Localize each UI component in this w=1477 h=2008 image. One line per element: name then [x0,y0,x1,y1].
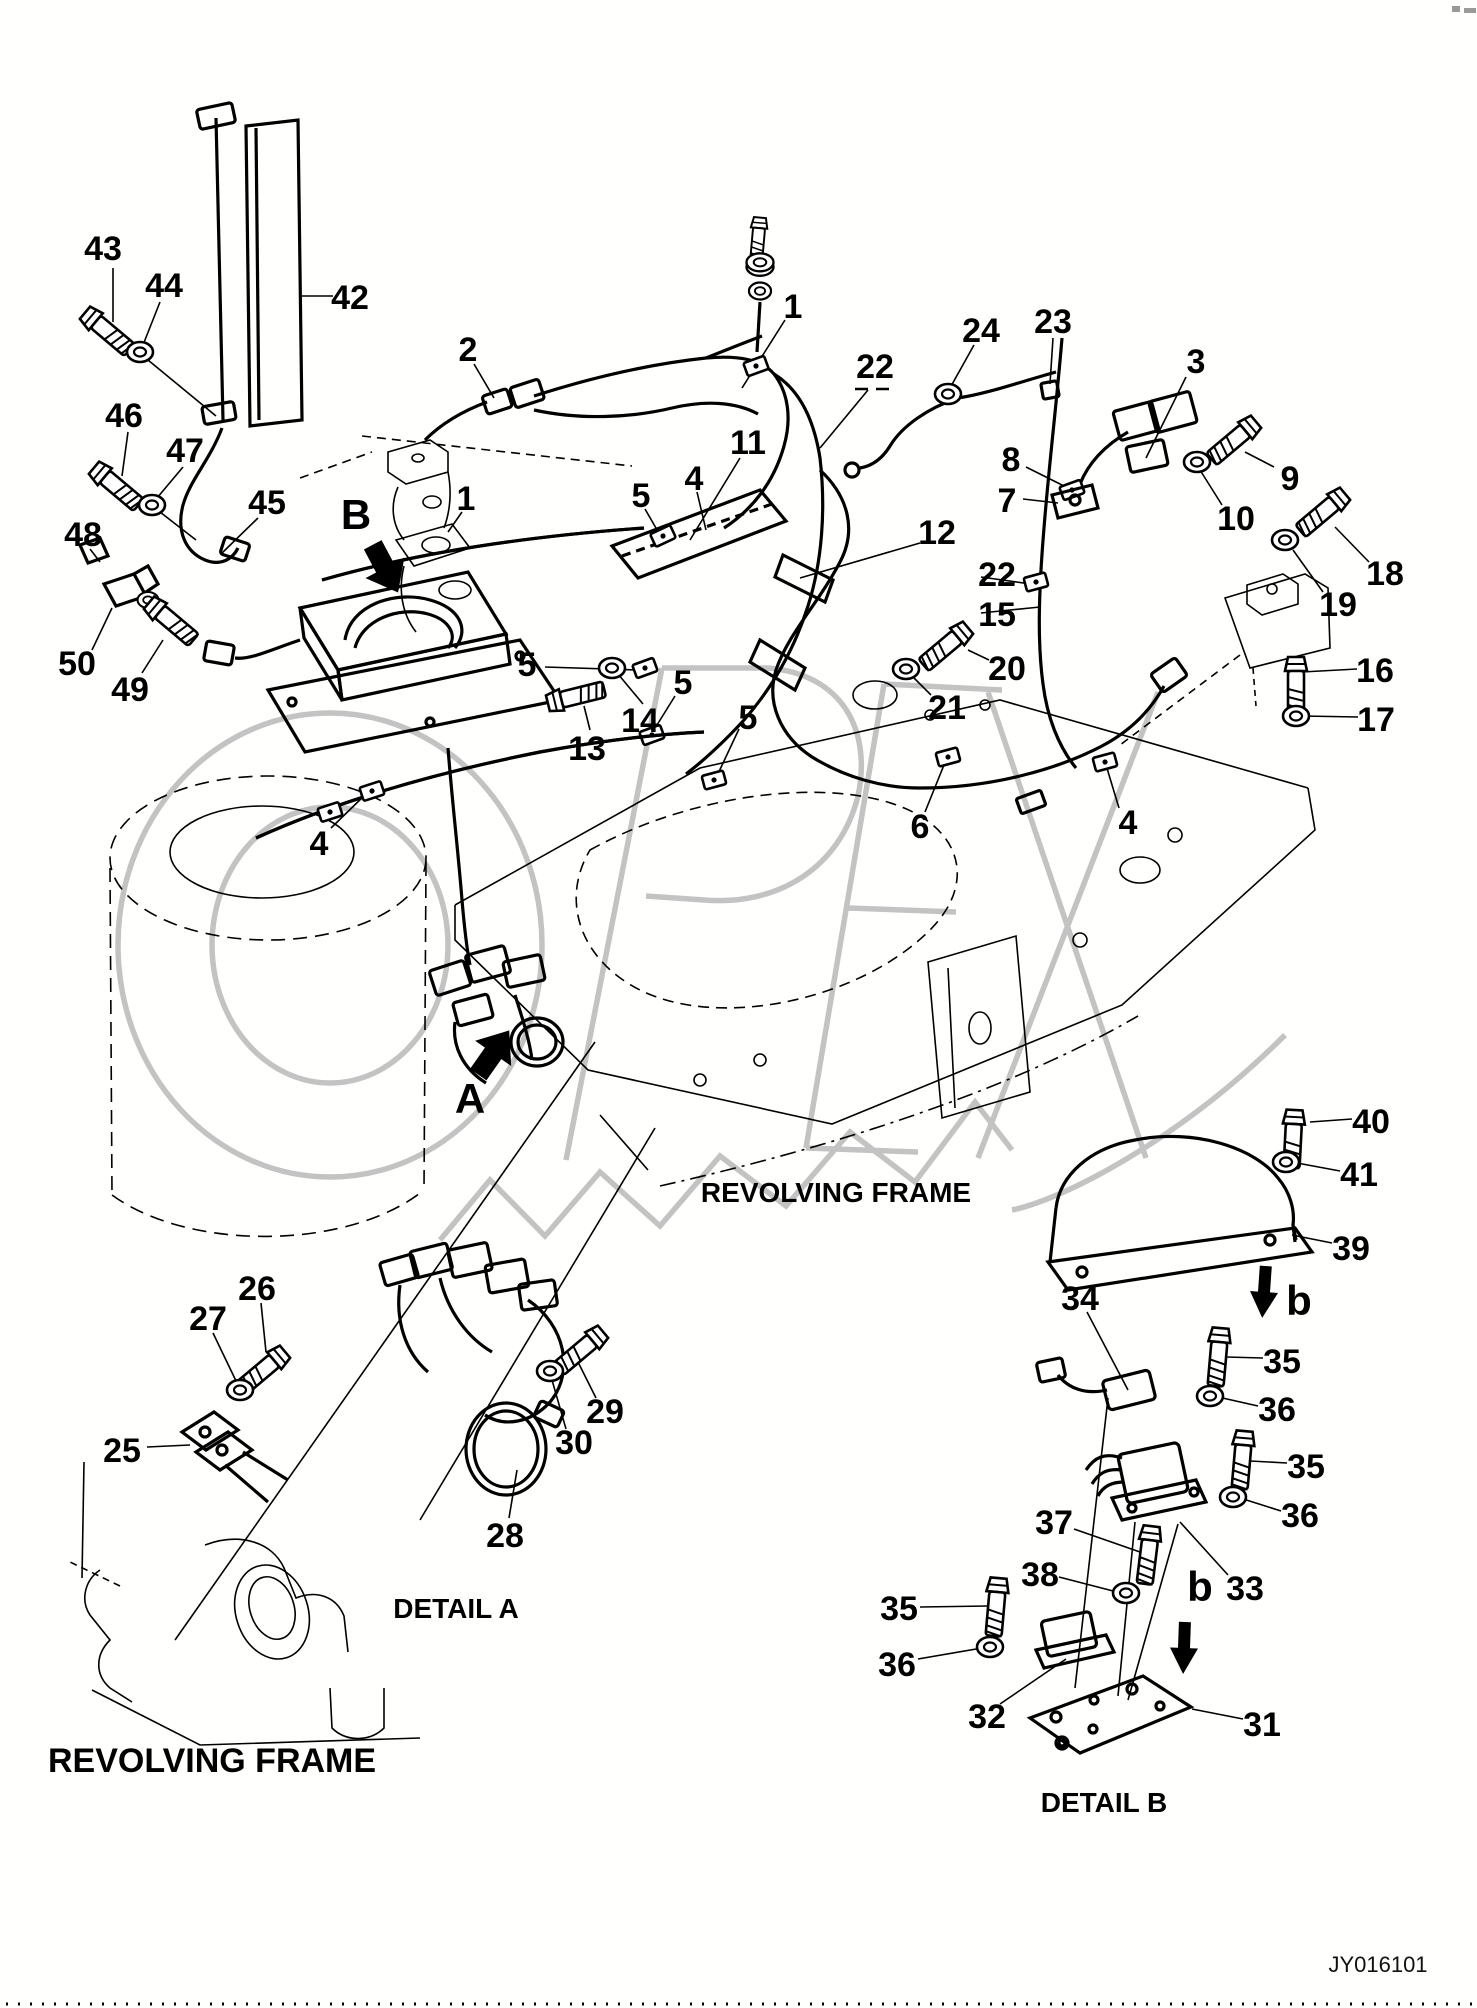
part-label-4-35: 4 [685,460,704,498]
part-label-17-26: 17 [1357,701,1395,739]
caption-0: REVOLVING FRAME [701,1177,971,1208]
view-letter-b-2: b [1286,1277,1312,1324]
caption-2: DETAIL A [393,1593,518,1624]
part-label-35-52: 35 [1287,1448,1325,1486]
part-label-36-51: 36 [1258,1391,1296,1429]
part-label-28-45: 28 [486,1517,524,1555]
view-letter-B-0: B [341,491,371,538]
part-label-5-32: 5 [518,646,537,684]
caption-1: REVOLVING FRAME [48,1742,376,1780]
part-label-4-36: 4 [310,825,329,863]
part-label-8-20: 8 [1002,441,1021,479]
part-label-20-27: 20 [988,650,1026,688]
part-label-47-4: 47 [166,432,204,470]
part-label-1-38: 1 [457,480,476,518]
view-direction-arrows [353,534,1280,1675]
part-label-10-17: 10 [1217,500,1255,538]
view-arrow-b-lower [1169,1621,1199,1675]
part-label-9-16: 9 [1281,460,1300,498]
part-label-27-41: 27 [189,1300,227,1338]
revolving-frame-outline [69,359,1331,1746]
part-label-2-9: 2 [459,331,478,369]
part-label-36-58: 36 [878,1646,916,1684]
part-label-29-43: 29 [586,1393,624,1431]
part-label-7-21: 7 [998,482,1017,520]
detail-b-parts [975,1108,1315,1755]
part-label-6-39: 6 [911,808,930,846]
part-label-31-60: 31 [1243,1706,1281,1744]
part-label-38-55: 38 [1021,1556,1059,1594]
part-label-25-42: 25 [103,1432,141,1470]
part-label-48-6: 48 [64,516,102,554]
part-label-35-50: 35 [1263,1343,1301,1381]
part-label-3-15: 3 [1187,343,1206,381]
part-label-14-30: 14 [621,702,659,740]
part-label-18-18: 18 [1366,555,1404,593]
caption-3: DETAIL B [1041,1787,1168,1818]
harness-and-parts [76,101,1354,1085]
part-label-35-57: 35 [880,1590,918,1628]
part-label-39-48: 39 [1332,1230,1370,1268]
part-label-43-0: 43 [84,230,122,268]
part-label-26-40: 26 [238,1270,276,1308]
part-label-30-44: 30 [555,1424,593,1462]
part-label-34-49: 34 [1061,1280,1099,1318]
part-label-41-47: 41 [1340,1156,1378,1194]
part-label-50-7: 50 [58,645,96,683]
part-label-11-12: 11 [730,424,766,462]
part-label-42-2: 42 [331,279,369,317]
view-arrow-b-upper [1248,1265,1280,1319]
drawing-code: JY016101 [1328,1952,1427,1977]
part-label-21-28: 21 [928,689,966,727]
view-letter-A-1: A [455,1075,485,1122]
part-label-22-11: 22 [856,348,894,386]
part-label-5-33: 5 [674,664,693,702]
part-label-19-19: 19 [1319,586,1357,624]
detail-a-parts [179,1241,612,1504]
part-label-36-53: 36 [1281,1497,1319,1535]
part-label-32-59: 32 [968,1698,1006,1736]
part-label-49-8: 49 [111,671,149,709]
part-label-40-46: 40 [1352,1103,1390,1141]
part-label-13-29: 13 [568,730,606,768]
part-label-46-3: 46 [105,397,143,435]
part-label-5-31: 5 [632,477,651,515]
view-letter-b-3: b [1187,1563,1213,1610]
part-label-37-54: 37 [1035,1504,1073,1542]
part-label-23-14: 23 [1034,303,1072,341]
part-label-45-5: 45 [248,484,286,522]
part-label-33-56: 33 [1226,1570,1264,1608]
opex-watermark [115,6,1476,1242]
part-label-1-10: 1 [784,288,803,326]
part-label-12-22: 12 [918,514,956,552]
part-label-4-37: 4 [1119,804,1138,842]
part-label-16-25: 16 [1356,652,1394,690]
part-label-24-13: 24 [962,312,1000,350]
part-label-22-23: 22 [978,556,1016,594]
part-label-44-1: 44 [145,267,183,305]
part-label-15-24: 15 [978,596,1016,634]
part-label-5-34: 5 [739,699,758,737]
